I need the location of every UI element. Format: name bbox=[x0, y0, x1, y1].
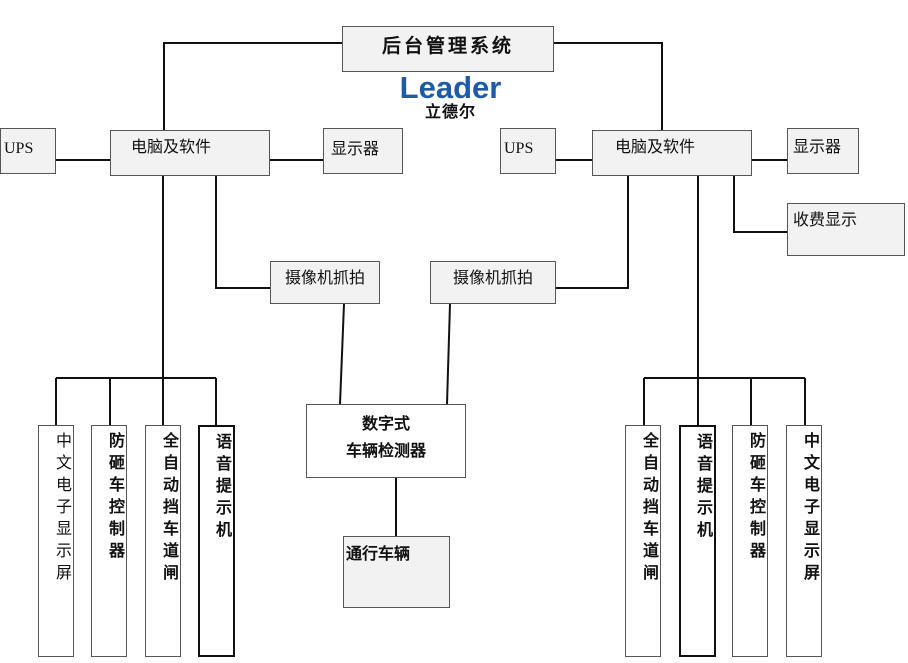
right-camera-box: 摄像机抓拍 bbox=[430, 261, 556, 304]
left-camera-label: 摄像机抓拍 bbox=[284, 268, 365, 287]
right-device-barrier-gate-label: 全自动挡车道闸 bbox=[640, 432, 659, 586]
management-system-label: 后台管理系统 bbox=[381, 35, 514, 57]
leader-logo: Leader 立德尔 bbox=[378, 72, 528, 122]
vehicle-detector-line1: 数字式 bbox=[361, 414, 410, 433]
passing-vehicle-box: 通行车辆 bbox=[343, 536, 450, 608]
left-device-anti-smash: 防砸车控制器 bbox=[91, 425, 127, 657]
right-pc-box: 电脑及软件 bbox=[592, 130, 752, 176]
management-system-box: 后台管理系统 bbox=[342, 26, 554, 72]
right-device-anti-smash: 防砸车控制器 bbox=[732, 425, 768, 657]
left-device-barrier-gate-label: 全自动挡车道闸 bbox=[160, 432, 179, 586]
vehicle-detector-box: 数字式 车辆检测器 bbox=[306, 404, 466, 478]
left-device-voice-prompt-label: 语音提示机 bbox=[213, 433, 232, 543]
right-fee-display-box: 收费显示 bbox=[787, 203, 905, 256]
right-ups-label: UPS bbox=[504, 140, 534, 157]
right-display-box: 显示器 bbox=[787, 128, 859, 174]
left-ups-box: UPS bbox=[0, 128, 56, 174]
right-ups-box: UPS bbox=[500, 128, 556, 174]
left-display-label: 显示器 bbox=[331, 139, 380, 158]
right-device-led-display: 中文电子显示屏 bbox=[786, 425, 822, 657]
passing-vehicle-label: 通行车辆 bbox=[346, 544, 411, 563]
right-device-voice-prompt: 语音提示机 bbox=[679, 425, 716, 657]
left-ups-label: UPS bbox=[4, 140, 34, 157]
right-pc-label: 电脑及软件 bbox=[615, 137, 696, 156]
left-device-barrier-gate: 全自动挡车道闸 bbox=[145, 425, 181, 657]
left-device-led-display-label: 中文电子显示屏 bbox=[53, 432, 72, 586]
vehicle-detector-line2: 车辆检测器 bbox=[345, 441, 426, 460]
right-device-anti-smash-label: 防砸车控制器 bbox=[747, 432, 766, 564]
left-display-box: 显示器 bbox=[323, 128, 403, 174]
right-device-barrier-gate: 全自动挡车道闸 bbox=[625, 425, 661, 657]
left-device-voice-prompt: 语音提示机 bbox=[198, 425, 235, 657]
left-pc-label: 电脑及软件 bbox=[131, 137, 212, 156]
left-camera-box: 摄像机抓拍 bbox=[270, 261, 380, 304]
logo-chinese: 立德尔 bbox=[424, 102, 476, 121]
right-device-led-display-label: 中文电子显示屏 bbox=[801, 432, 820, 586]
right-camera-label: 摄像机抓拍 bbox=[452, 268, 533, 287]
left-device-led-display: 中文电子显示屏 bbox=[38, 425, 74, 657]
right-device-voice-prompt-label: 语音提示机 bbox=[694, 433, 713, 543]
logo-brand: Leader bbox=[399, 70, 502, 105]
right-display-label: 显示器 bbox=[793, 137, 842, 156]
left-pc-box: 电脑及软件 bbox=[110, 130, 270, 176]
left-device-anti-smash-label: 防砸车控制器 bbox=[106, 432, 125, 564]
right-fee-display-label: 收费显示 bbox=[793, 210, 858, 229]
